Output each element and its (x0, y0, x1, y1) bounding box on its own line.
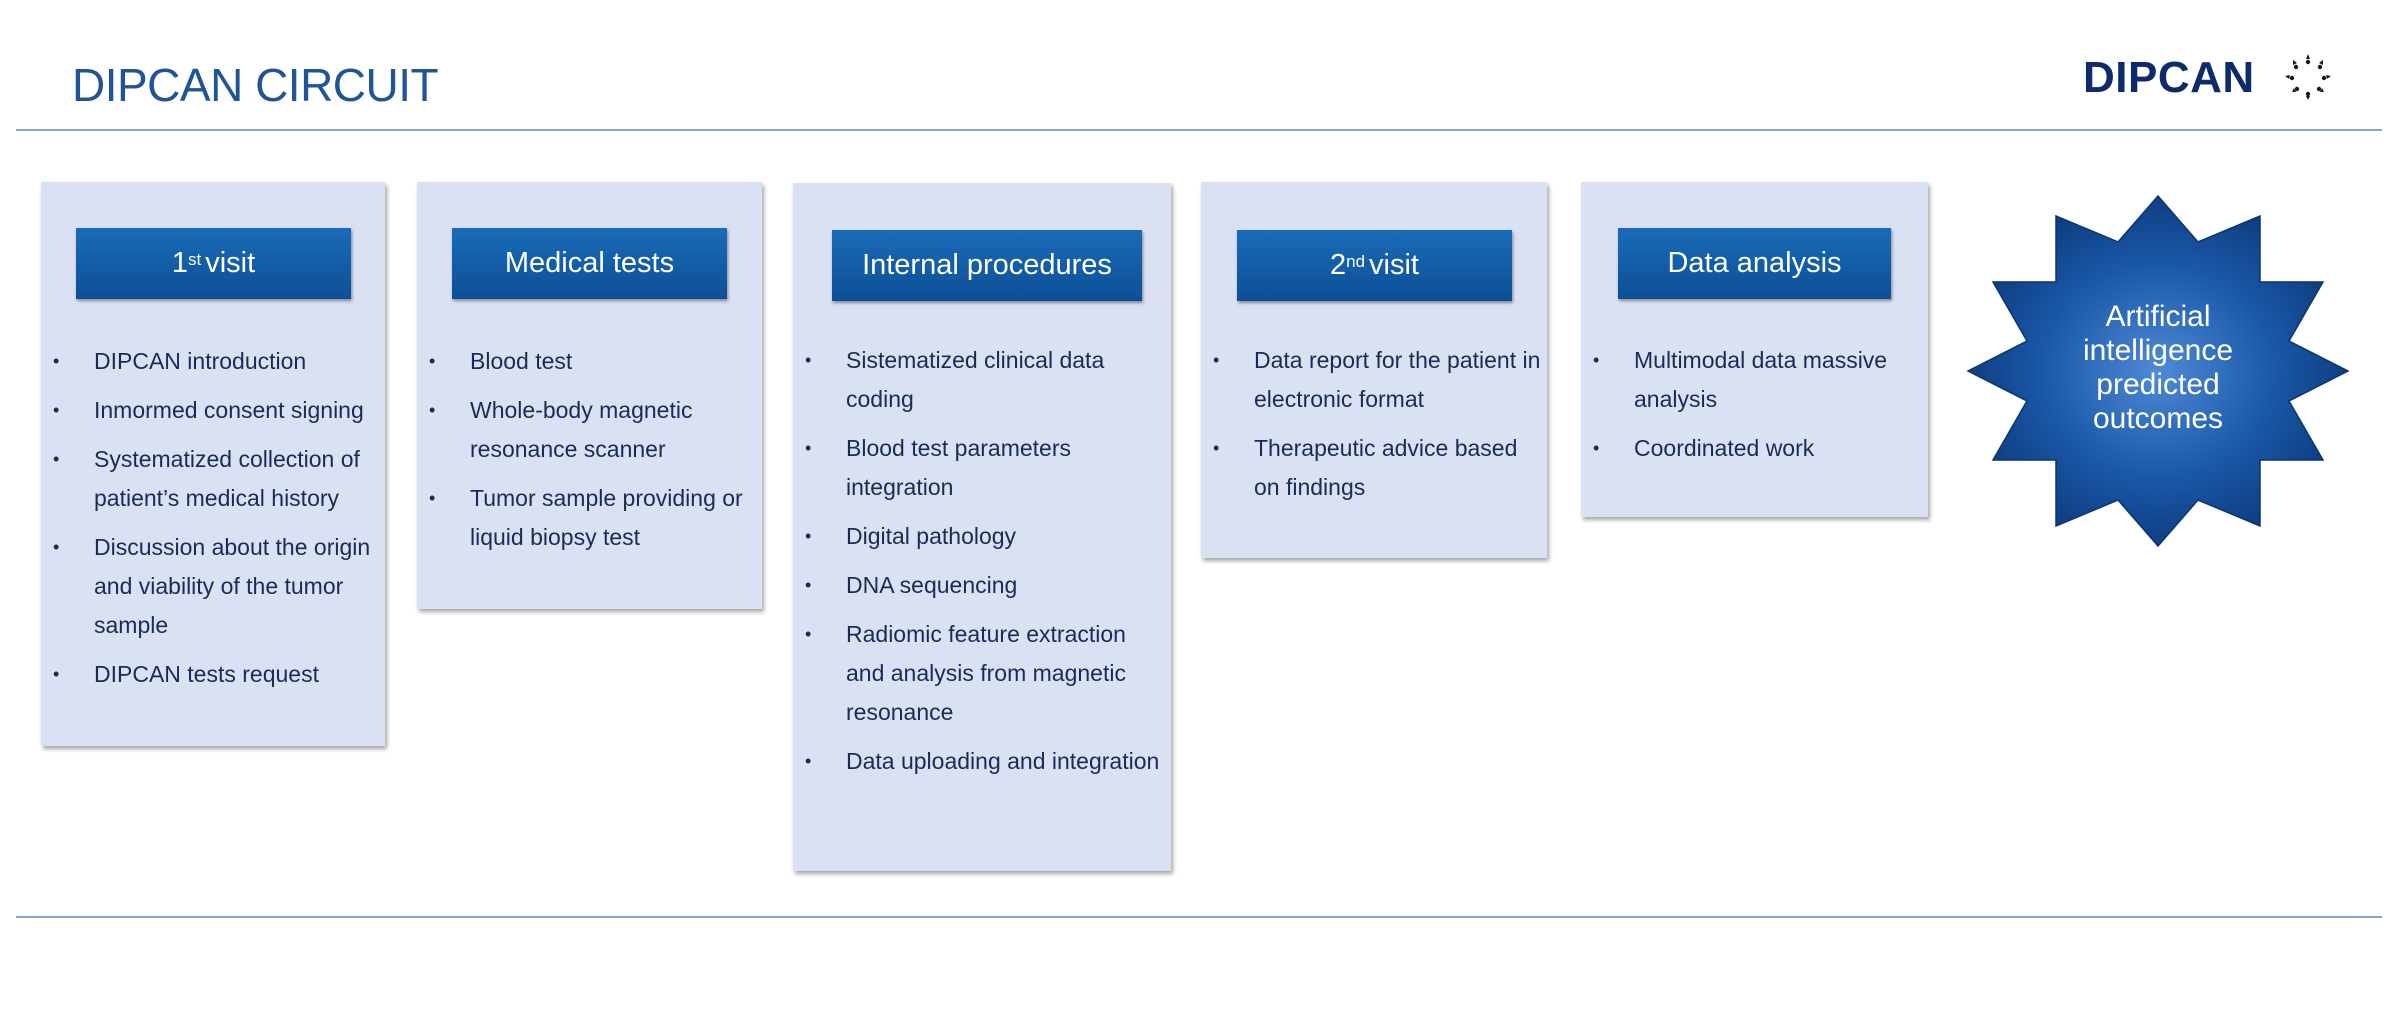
star-circle-icon (2284, 54, 2331, 100)
list-item: Multimodal data massive analysis (1581, 341, 1926, 419)
list-item: Coordinated work (1581, 429, 1926, 468)
header-number: 1 (171, 247, 188, 279)
header-text: Data analysis (1667, 247, 1842, 279)
list-item: Digital pathology (793, 517, 1167, 556)
list-item: DIPCAN tests request (41, 655, 381, 694)
list-item: Data uploading and integration (793, 742, 1167, 781)
list-item: Radiomic feature extraction and analysis… (793, 615, 1167, 732)
outcome-label: Artificial intelligence predicted outcom… (2082, 300, 2234, 435)
column-data-analysis: Data analysis Multimodal data massive an… (1581, 182, 1928, 517)
page-title: DIPCAN CIRCUIT (72, 59, 439, 111)
list-item: Blood test (417, 342, 759, 381)
list-item: Therapeutic advice based on findings (1201, 429, 1545, 507)
starburst-shape (1966, 194, 2350, 548)
column-medical-tests: Medical tests Blood test Whole-body magn… (417, 182, 762, 609)
step-list: Data report for the patient in electroni… (1201, 341, 1545, 517)
step-list: DIPCAN introduction Inmormed consent sig… (41, 342, 381, 704)
column-header-data-analysis: Data analysis (1618, 228, 1891, 299)
header-text: Internal procedures (862, 249, 1112, 281)
step-list: Blood test Whole-body magnetic resonance… (417, 342, 759, 567)
list-item: Data report for the patient in electroni… (1201, 341, 1545, 419)
header-text: visit (205, 247, 256, 279)
list-item: Discussion about the origin and viabilit… (41, 528, 381, 645)
list-item: Sistematized clinical data coding (793, 341, 1167, 419)
list-item: Tumor sample providing or liquid biopsy … (417, 479, 759, 557)
column-internal-procedures: Internal procedures Sistematized clinica… (793, 183, 1171, 871)
column-first-visit: 1 st visit DIPCAN introduction Inmormed … (41, 182, 385, 746)
header-text: visit (1369, 249, 1419, 281)
list-item: DIPCAN introduction (41, 342, 381, 381)
list-item: Blood test parameters integration (793, 429, 1167, 507)
column-second-visit: 2 nd visit Data report for the patient i… (1201, 182, 1547, 558)
logo-text: DIPCAN (2083, 53, 2255, 102)
list-item: Whole-body magnetic resonance scanner (417, 391, 759, 469)
header-number: 2 (1329, 249, 1347, 281)
list-item: DNA sequencing (793, 566, 1167, 605)
list-item: Systematized collection of patient’s med… (41, 440, 381, 518)
step-list: Sistematized clinical data coding Blood … (793, 341, 1167, 791)
column-header-medical-tests: Medical tests (452, 228, 727, 299)
column-header-second-visit: 2 nd visit (1237, 230, 1512, 301)
column-header-first-visit: 1 st visit (76, 228, 351, 299)
bottom-divider (16, 916, 2382, 918)
step-list: Multimodal data massive analysis Coordin… (1581, 341, 1926, 478)
column-header-internal-procedures: Internal procedures (832, 230, 1142, 301)
outcome-star: Artificial intelligence predicted outcom… (1966, 194, 2350, 548)
top-divider (16, 129, 2382, 131)
dipcan-logo: DIPCAN (2083, 52, 2337, 104)
header-text: Medical tests (504, 247, 675, 279)
list-item: Inmormed consent signing (41, 391, 381, 430)
